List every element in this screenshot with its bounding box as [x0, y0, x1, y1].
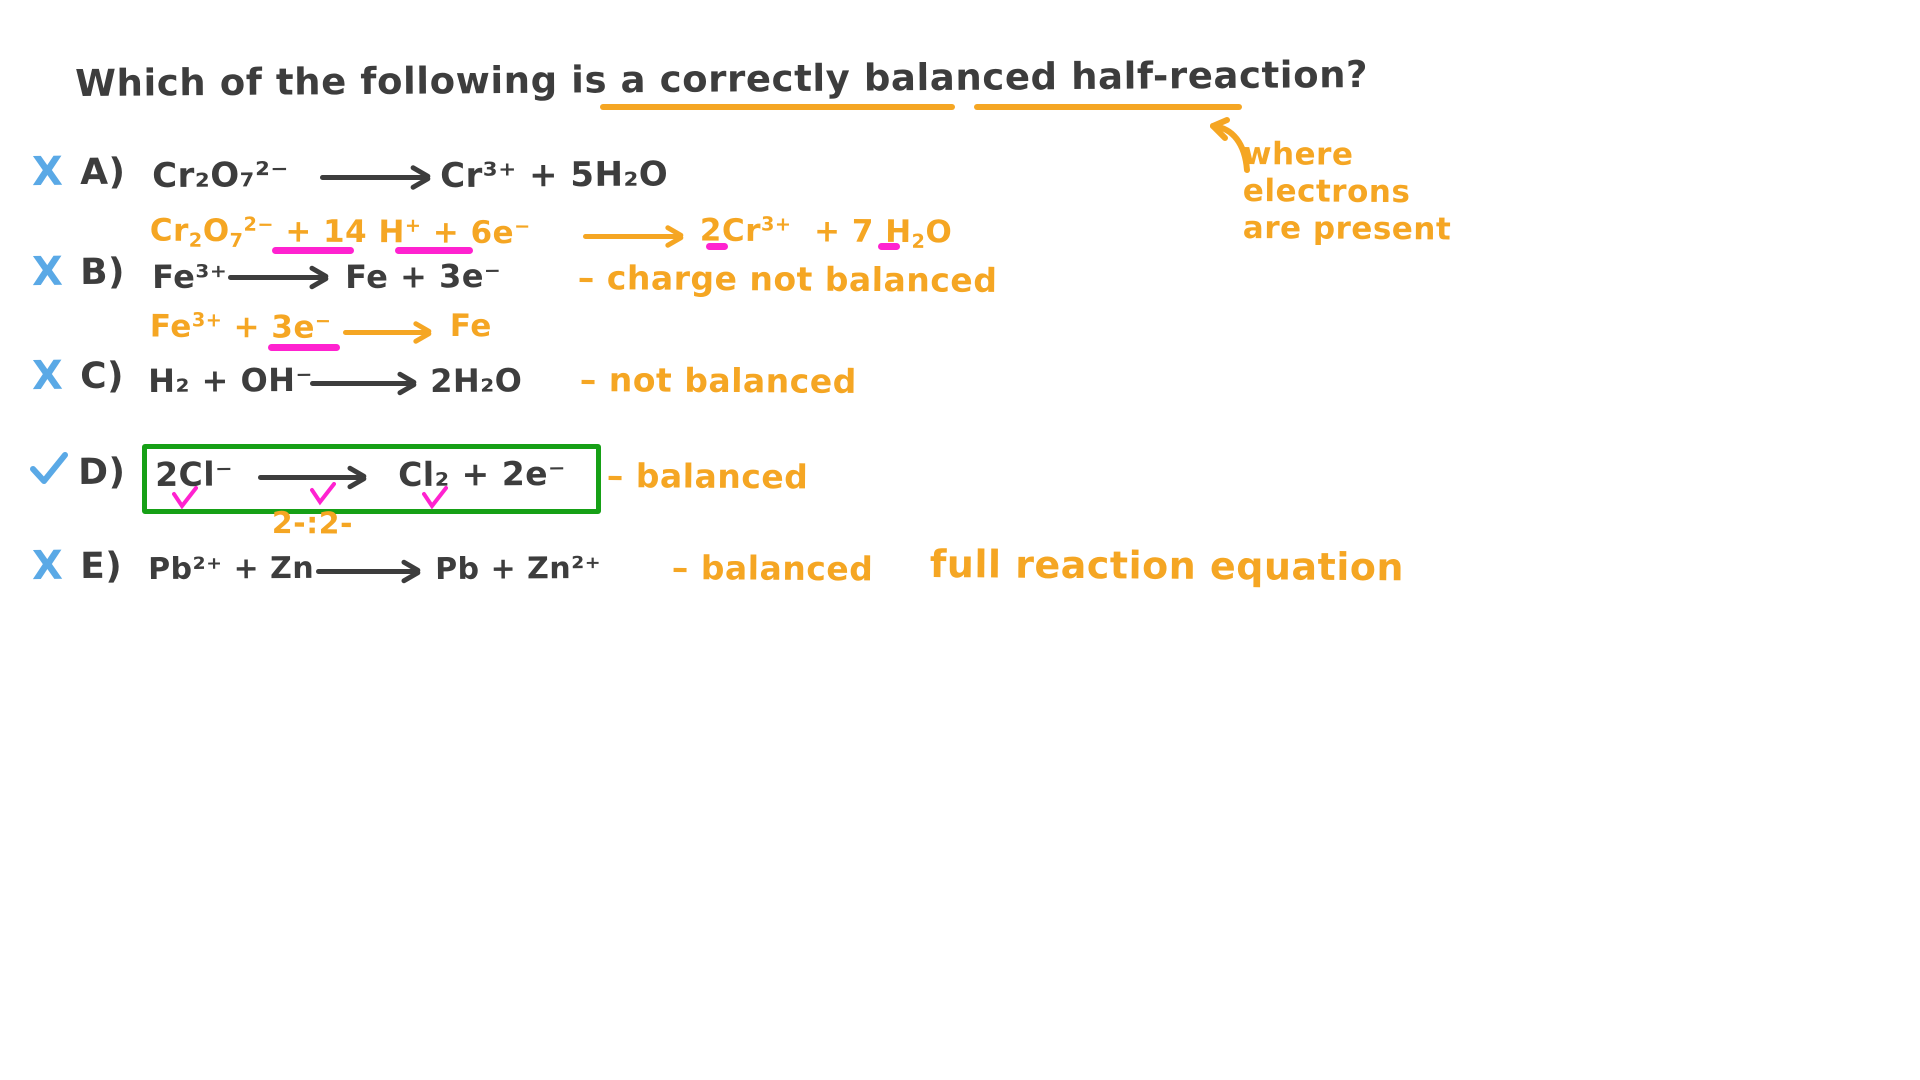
- question-text-lead: Which of the following is a: [75, 57, 660, 105]
- side-note-line-3: are present: [1242, 210, 1452, 248]
- option-b-comment: – charge not balanced: [577, 258, 998, 300]
- side-note-line-2: electrons: [1242, 173, 1411, 211]
- option-c-equation-right: 2H₂O: [430, 361, 523, 400]
- charge-tick-mid-icon: [310, 482, 336, 506]
- option-a-arrow-icon: [320, 164, 432, 191]
- option-e-equation-left: Pb²⁺ + Zn: [148, 550, 315, 587]
- question-text-space: [1057, 55, 1071, 98]
- option-b-equation-right: Fe + 3e⁻: [345, 256, 502, 296]
- highlight-6e: [395, 247, 473, 254]
- option-c-cross-mark[interactable]: X: [31, 352, 64, 400]
- underline-correctly-balanced: [600, 104, 955, 110]
- option-a-equation-right: Cr³⁺ + 5H₂O: [440, 154, 669, 196]
- option-b-correction-part1: Fe3+ + 3e−: [149, 308, 332, 346]
- option-d-check-mark[interactable]: [30, 452, 68, 486]
- charge-tick-right-icon: [422, 486, 448, 510]
- highlight-7h2o: [878, 243, 900, 250]
- curved-arrow-icon: [1210, 117, 1250, 173]
- question-term-half-reaction: half-reaction: [1070, 53, 1347, 99]
- question-text-qmark: ?: [1345, 52, 1369, 97]
- option-c-letter: C): [80, 355, 125, 397]
- charge-tick-left-icon: [172, 486, 198, 510]
- highlight-3e: [268, 344, 340, 351]
- option-e-equation-right: Pb + Zn²⁺: [435, 550, 602, 587]
- option-e-extra-comment: full reaction equation: [929, 542, 1405, 590]
- option-e-letter: E): [80, 545, 123, 587]
- option-b-letter: B): [80, 251, 126, 293]
- correct-answer-box: [142, 444, 601, 514]
- option-e-cross-mark[interactable]: X: [31, 542, 64, 590]
- option-d-charge-note: 2-:2-: [271, 506, 354, 542]
- option-d-letter: D): [78, 451, 126, 493]
- question-term-correctly-balanced: correctly balanced: [659, 55, 1058, 101]
- option-d-arrow-icon: [258, 464, 368, 491]
- option-d-comment: – balanced: [606, 456, 809, 497]
- underline-half-reaction: [974, 104, 1242, 110]
- option-a-correction-arrow-icon: [583, 224, 685, 249]
- page-title: Which of the following is a correctly ba…: [75, 53, 1368, 105]
- option-a-equation-left: Cr₂O₇²⁻: [152, 155, 290, 196]
- option-b-correction-part2: Fe: [449, 308, 492, 345]
- option-b-equation-left: Fe³⁺: [152, 257, 228, 296]
- option-c-equation-left: H₂ + OH⁻: [148, 360, 314, 400]
- option-e-comment: – balanced: [671, 548, 874, 589]
- option-b-arrow-icon: [228, 264, 330, 291]
- option-b-cross-mark[interactable]: X: [31, 248, 64, 296]
- option-c-comment: – not balanced: [579, 360, 857, 401]
- option-e-arrow-icon: [316, 558, 422, 585]
- highlight-2cr: [706, 243, 728, 250]
- option-a-correction-part2: 2Cr3+ + 7 H2O: [699, 212, 953, 253]
- side-note-line-1: where: [1242, 136, 1354, 173]
- option-a-letter: A): [80, 151, 126, 193]
- option-c-arrow-icon: [310, 370, 418, 397]
- highlight-14h: [272, 247, 354, 254]
- option-b-correction-arrow-icon: [343, 320, 433, 345]
- option-a-cross-mark[interactable]: X: [31, 148, 64, 196]
